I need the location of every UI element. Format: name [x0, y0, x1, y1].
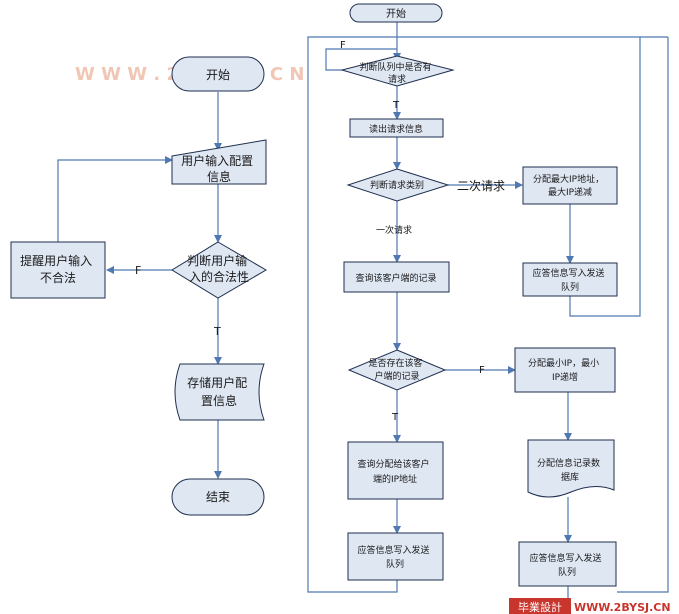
left-start-label: 开始 [206, 68, 230, 82]
left-store-line1: 存储用户配 [187, 375, 247, 390]
right-replyright-label: 应答信息写入发送 队列 [530, 552, 605, 578]
left-prompt-line1: 提醒用户输入 [20, 253, 92, 268]
right-queue-node [340, 55, 455, 87]
left-label-f: F [135, 264, 141, 277]
right-label-f-queue: F [340, 40, 346, 51]
right-query-node [343, 261, 450, 293]
right-read-label: 读出请求信息 [369, 123, 423, 135]
right-maxip-line1: 分配最大IP地址， [533, 173, 604, 185]
right-replytop-label: 应答信息写入发送 队列 [533, 267, 608, 293]
right-replytop-line2: 队列 [561, 281, 579, 293]
left-prompt-label: 提醒用户输入 不合法 [20, 253, 96, 285]
left-end-label: 结束 [206, 490, 230, 504]
right-queryassigned-line1: 查询分配给该客户 [358, 458, 430, 470]
right-start-label: 开始 [386, 7, 406, 20]
left-input-label: 用户输入配置 信息 [181, 153, 257, 184]
right-db-line2: 据库 [561, 471, 579, 483]
right-exists-label: 是否存在该客 户端的记录 [369, 357, 426, 382]
right-read-node [349, 118, 444, 138]
right-edges [307, 22, 669, 600]
right-db-label: 分配信息记录数 据库 [537, 457, 603, 483]
right-type-node [346, 168, 450, 202]
left-edges [57, 92, 222, 479]
right-replyright-line1: 应答信息写入发送 [530, 552, 602, 564]
right-label-first: 一次请求 [376, 224, 412, 236]
left-input-node [171, 139, 267, 185]
right-replyright-line2: 队列 [558, 566, 576, 578]
right-db-node [527, 439, 615, 498]
right-maxip-label: 分配最大IP地址， 最大IP递减 [533, 173, 607, 198]
right-replytop-node [522, 262, 618, 297]
left-judge-label: 判断用户输 入的合法性 [187, 253, 251, 284]
watermark-brand: 毕業設計 [518, 600, 562, 614]
right-exists-node [347, 349, 447, 391]
left-start-node [171, 56, 265, 92]
right-maxip-node [522, 166, 618, 205]
left-end-node [171, 478, 265, 516]
watermark-url: WWW.2BYSJ.CN [574, 601, 671, 614]
right-exists-line1: 是否存在该客 [369, 357, 423, 369]
edge-replybottom-loop [307, 36, 398, 593]
left-judge-line2: 入的合法性 [189, 269, 249, 284]
right-replybottom-node [347, 532, 444, 581]
edge-outer-right-loop [617, 37, 669, 593]
left-store-line2: 置信息 [201, 393, 237, 408]
left-store-label: 存储用户配 置信息 [187, 375, 251, 408]
right-label-f-exists: F [479, 365, 485, 376]
right-queue-line1: 判断队列中是否有 [360, 61, 432, 73]
right-db-line1: 分配信息记录数 [537, 457, 600, 469]
edge-replytop-loop [397, 36, 641, 317]
right-replyright-node [518, 541, 617, 587]
right-replybottom-label: 应答信息写入发送 队列 [358, 544, 433, 570]
right-queryassigned-label: 查询分配给该客户 端的IP地址 [358, 458, 433, 485]
left-label-t: T [213, 325, 221, 338]
right-type-label: 判断请求类别 [370, 179, 424, 191]
right-queryassigned-node [347, 441, 444, 500]
right-exists-line2: 户端的记录 [374, 370, 419, 382]
right-minip-node [514, 347, 616, 393]
right-replybottom-line2: 队列 [386, 558, 404, 570]
left-prompt-node [10, 241, 106, 299]
right-minip-line1: 分配最小IP，最小 [528, 358, 599, 369]
right-query-label: 查询该客户端的记录 [355, 272, 436, 284]
left-store-node [174, 363, 265, 421]
left-judge-node [171, 241, 267, 299]
right-queue-line2: 请求 [388, 73, 406, 85]
right-minip-line2: IP递增 [552, 371, 578, 383]
left-judge-line1: 判断用户输 [187, 253, 247, 268]
right-queue-label: 判断队列中是否有 请求 [360, 61, 435, 85]
right-replytop-line1: 应答信息写入发送 [533, 267, 605, 279]
right-queryassigned-line2: 端的IP地址 [373, 473, 417, 485]
right-minip-label: 分配最小IP，最小 IP递增 [528, 358, 602, 383]
right-label-t-exists: T [391, 412, 399, 423]
watermark-brand-badge [509, 598, 571, 614]
right-label-second: 二次请求 [457, 179, 505, 193]
edge-queue-f-loop [325, 48, 397, 71]
right-start-node [349, 3, 443, 23]
left-input-line1: 用户输入配置 [181, 153, 253, 168]
right-replybottom-line1: 应答信息写入发送 [358, 544, 430, 556]
left-input-line2: 信息 [207, 169, 231, 184]
left-prompt-line2: 不合法 [40, 270, 76, 285]
right-label-t-queue: T [392, 100, 400, 111]
right-maxip-line2: 最大IP递减 [548, 186, 592, 198]
edge-prompt-loop [57, 156, 173, 242]
